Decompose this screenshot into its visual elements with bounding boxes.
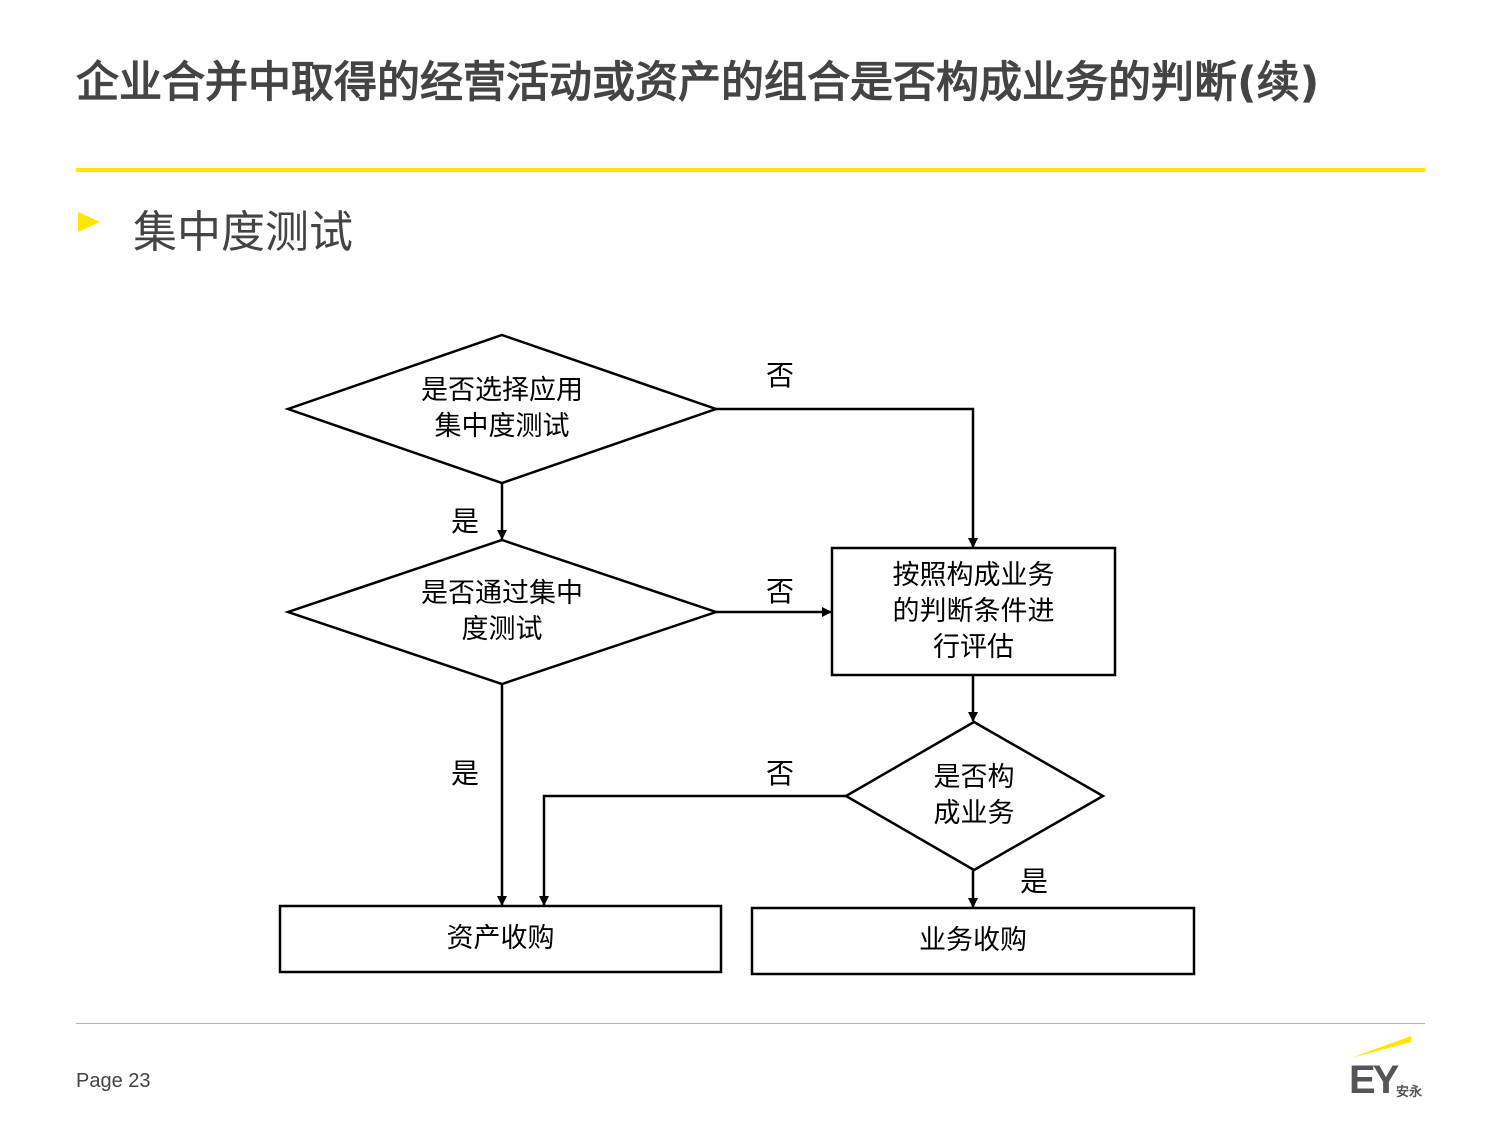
decision-1-line-1: 是否选择应用 — [421, 375, 583, 406]
decision-3-line-2: 成业务 — [933, 798, 1015, 829]
edge-d1-no — [716, 407, 978, 548]
business-purchase-box: 业务收购 — [752, 908, 1194, 974]
page-title: 企业合并中取得的经营活动或资产的组合是否构成业务的判断(续) — [76, 58, 1320, 108]
footer-divider — [76, 1023, 1425, 1024]
asset-purchase-label: 资产收购 — [446, 923, 555, 954]
page-number: Page 23 — [76, 1070, 151, 1092]
ey-logo-text: EY — [1349, 1058, 1399, 1102]
decision-1-line-2: 集中度测试 — [434, 411, 570, 442]
asset-purchase-shape — [278, 904, 723, 974]
decision-3-line-1: 是否构 — [933, 762, 1015, 793]
edge-d3-no — [539, 794, 846, 906]
bullet-triangle-icon — [78, 212, 100, 232]
title-underline — [76, 168, 1425, 172]
evaluate-box-line-3: 行评估 — [933, 632, 1014, 663]
business-purchase-label: 业务收购 — [919, 925, 1027, 956]
ey-logo-icon — [1351, 1036, 1411, 1058]
decision-2-line-1: 是否通过集中 — [421, 578, 583, 609]
evaluate-box-line-2: 的判断条件进 — [892, 596, 1055, 627]
edge-label-d3-yes: 是 — [1020, 865, 1049, 898]
decision-2: 是否通过集中 度测试 — [388, 573, 616, 651]
decision-1: 是否选择应用 集中度测试 — [388, 370, 616, 448]
edge-label-d2-yes: 是 — [451, 757, 480, 790]
edge-label-d3-no: 否 — [766, 757, 795, 790]
edge-label-d1-no: 否 — [766, 359, 795, 392]
edge-label-d1-yes: 是 — [451, 505, 480, 538]
section-heading: 集中度测试 — [133, 207, 353, 258]
evaluate-box: 按照构成业务 的判断条件进 行评估 — [832, 553, 1115, 671]
evaluate-box-line-1: 按照构成业务 — [892, 560, 1055, 591]
asset-purchase-box: 资产收购 — [280, 906, 721, 972]
decision-2-line-2: 度测试 — [461, 614, 543, 645]
decision-3: 是否构 成业务 — [900, 757, 1048, 835]
business-purchase-shape — [750, 906, 1196, 976]
edge-label-d2-no: 否 — [766, 575, 795, 608]
ey-logo-cn: 安永 — [1396, 1085, 1423, 1100]
